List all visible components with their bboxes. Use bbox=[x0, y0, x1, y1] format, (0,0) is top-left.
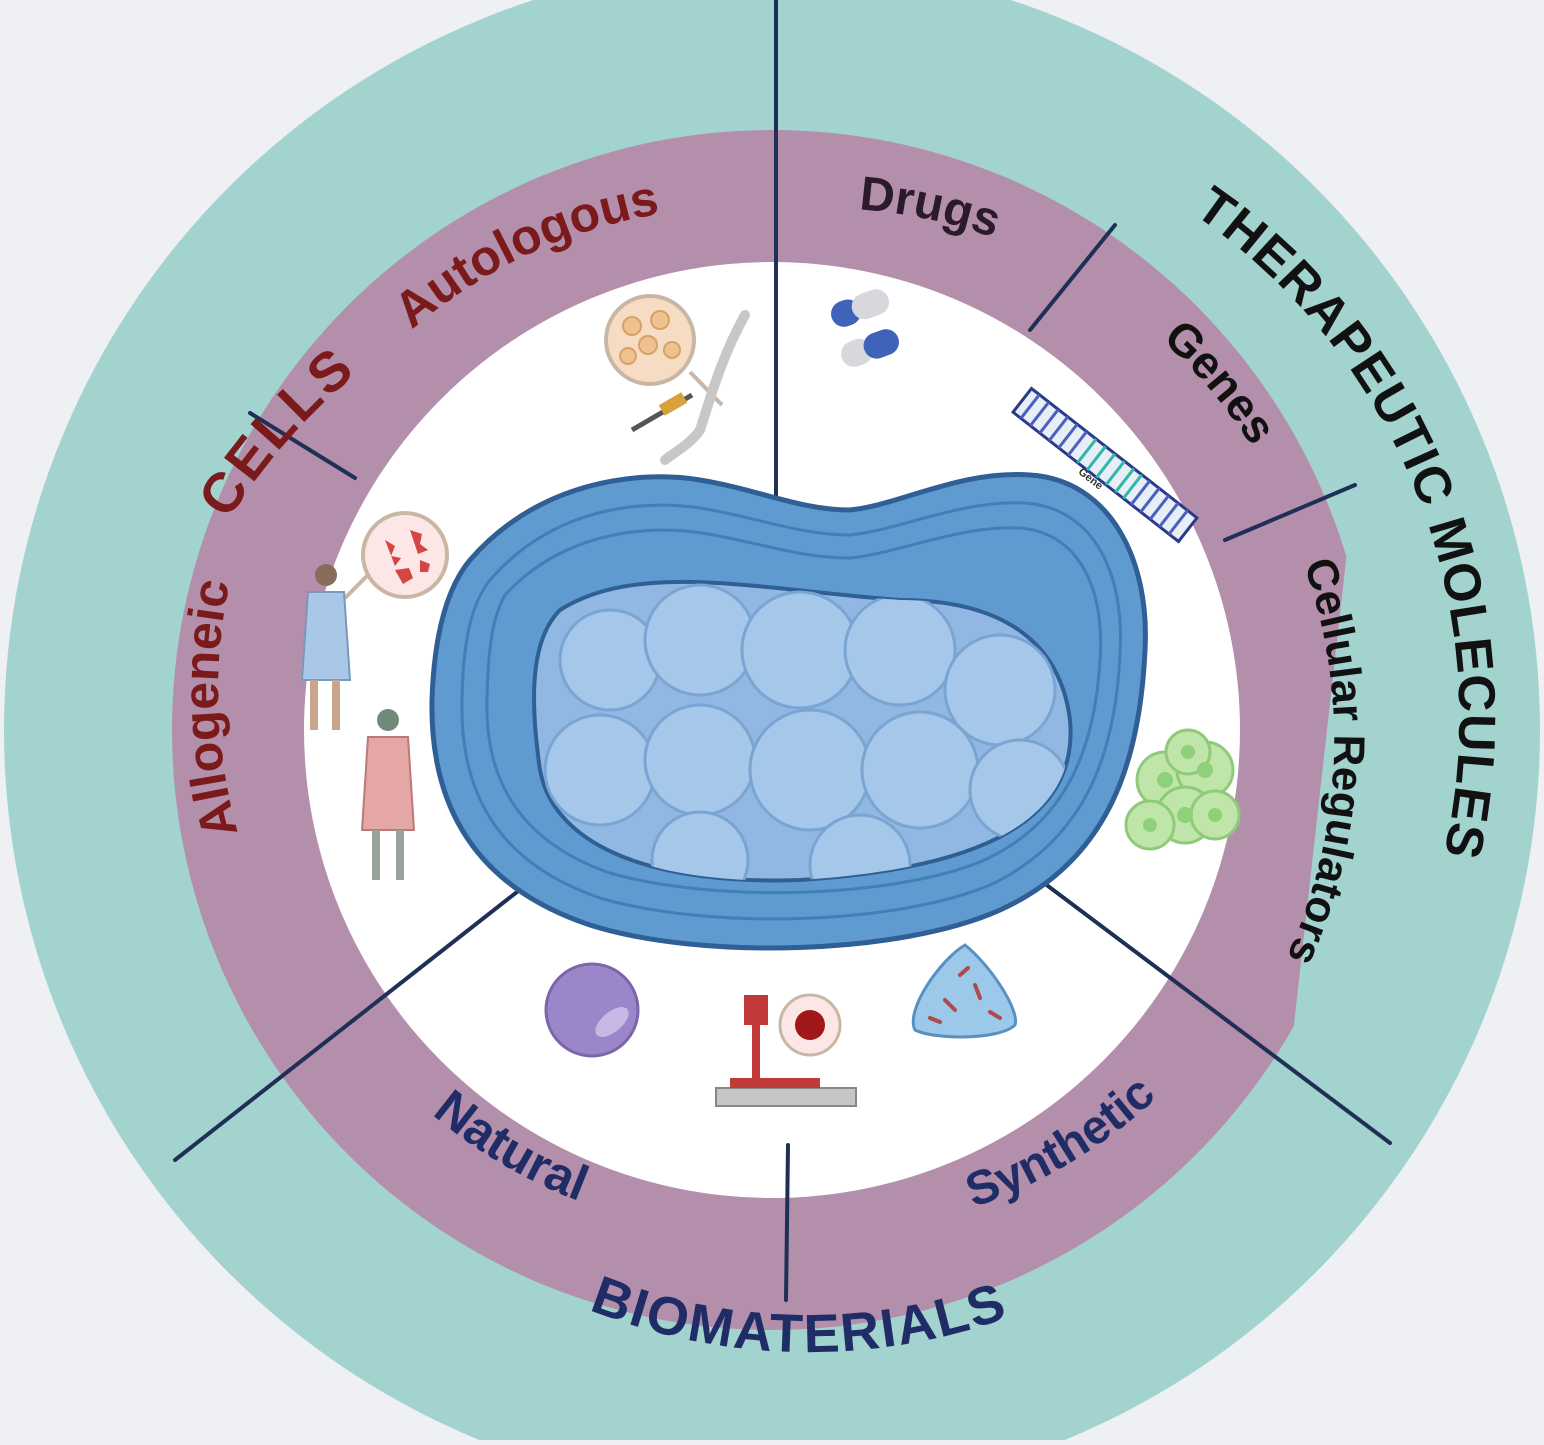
outer-ring-notch bbox=[1290, 480, 1400, 1060]
cell-cluster-icon bbox=[1124, 728, 1241, 851]
tissue-biopsy-icon bbox=[604, 294, 750, 465]
donor-patients-icon bbox=[300, 511, 449, 880]
hydrogel-sphere-icon bbox=[544, 962, 640, 1058]
divider-cells-bio bbox=[173, 868, 547, 1162]
intervertebral-disc-icon bbox=[429, 472, 1148, 951]
divider-natural-synthetic bbox=[784, 1143, 790, 1302]
capsule-pills-icon bbox=[831, 289, 899, 367]
divider-auto-allo bbox=[248, 411, 357, 480]
sector-dividers bbox=[173, 0, 1392, 1302]
divider-mol-bio bbox=[1038, 878, 1392, 1145]
divider-genes-cellreg bbox=[1223, 483, 1357, 542]
scaffold-pyramid-icon bbox=[911, 943, 1018, 1039]
dna-strand-icon: Gene bbox=[1010, 386, 1200, 544]
bioprinter-icon bbox=[715, 993, 857, 1107]
divider-drugs-genes bbox=[1028, 223, 1117, 332]
